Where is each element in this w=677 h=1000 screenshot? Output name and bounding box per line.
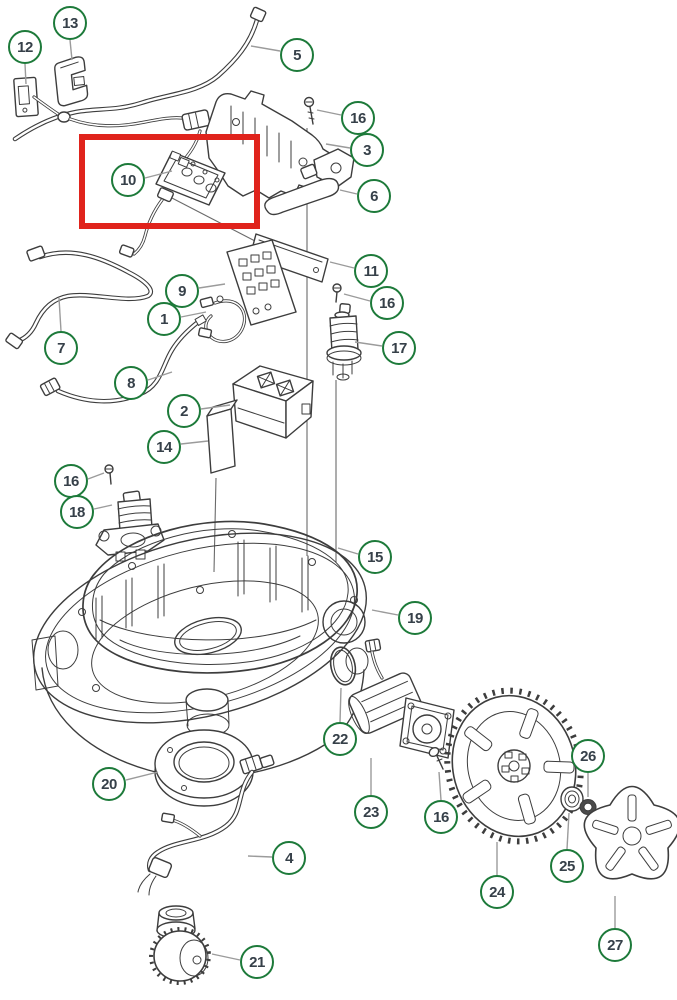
callout-19-chassis-body[interactable]: 19 (398, 601, 432, 635)
callout-18-height-sensor[interactable]: 18 (60, 495, 94, 529)
callout-14-foam-block[interactable]: 14 (147, 430, 181, 464)
part-caster-wheel-21 (149, 905, 211, 986)
highlight-box-part-10 (79, 134, 260, 229)
callout-16-d-screw[interactable]: 16 (424, 800, 458, 834)
callout-7-cable[interactable]: 7 (44, 331, 78, 365)
screw-16-sensor18 (104, 464, 114, 485)
part-o-ring-22 (329, 646, 357, 686)
part-drive-wheel-24 (444, 687, 584, 845)
callout-24-drive-wheel[interactable]: 24 (480, 875, 514, 909)
part-wheel-motor-23 (348, 638, 455, 759)
part-fuse-holder-12 (13, 76, 184, 128)
callout-23-wheel-motor[interactable]: 23 (354, 795, 388, 829)
part-washer-25 (560, 786, 584, 812)
part-lock-nut-26 (579, 799, 597, 815)
callout-21-caster-wheel[interactable]: 21 (240, 945, 274, 979)
callout-16-a-screw[interactable]: 16 (341, 101, 375, 135)
callout-8-cable[interactable]: 8 (114, 366, 148, 400)
callout-22-o-ring[interactable]: 22 (323, 722, 357, 756)
callout-4-wiring-harness[interactable]: 4 (272, 841, 306, 875)
callout-16-b-screw[interactable]: 16 (370, 286, 404, 320)
callout-25-washer[interactable]: 25 (550, 849, 584, 883)
callout-17-sensor-cylinder[interactable]: 17 (382, 331, 416, 365)
part-cable-7 (5, 245, 154, 350)
callout-9-terminal-board[interactable]: 9 (165, 274, 199, 308)
part-control-unit-2 (232, 365, 314, 439)
screw-16-wheel (428, 746, 444, 770)
part-terminal-board-9 (226, 239, 297, 326)
part-hub-cap-27 (583, 785, 677, 880)
callout-10-circuit-board[interactable]: 10 (111, 163, 145, 197)
part-wire-loop-1 (197, 295, 247, 344)
callout-15-gasket[interactable]: 15 (358, 540, 392, 574)
part-wiring-harness-4 (137, 754, 275, 896)
callout-11-contact-plate[interactable]: 11 (354, 254, 388, 288)
part-wire-bail-6 (264, 163, 340, 216)
callout-20-sealing-ring[interactable]: 20 (92, 767, 126, 801)
callout-12-fuse-holder-plate[interactable]: 12 (8, 30, 42, 64)
callout-27-hub-cap[interactable]: 27 (598, 928, 632, 962)
callout-13-fuse[interactable]: 13 (53, 6, 87, 40)
part-sensor-17 (326, 303, 362, 381)
callout-5-cable[interactable]: 5 (280, 38, 314, 72)
callout-1-wire-loop[interactable]: 1 (147, 302, 181, 336)
part-circuit-board-10 (118, 150, 226, 258)
callout-2-control-unit[interactable]: 2 (167, 394, 201, 428)
part-sealing-ring-20 (154, 729, 254, 807)
part-cable-8 (39, 314, 207, 404)
callout-3-mounting-bracket[interactable]: 3 (350, 133, 384, 167)
callout-16-c-screw[interactable]: 16 (54, 464, 88, 498)
screw-16-sensor17 (332, 283, 342, 303)
part-fuse-13 (54, 56, 89, 107)
callout-6-wire-bail[interactable]: 6 (357, 179, 391, 213)
callout-26-lock-nut[interactable]: 26 (571, 739, 605, 773)
screw-16-top (303, 96, 315, 125)
